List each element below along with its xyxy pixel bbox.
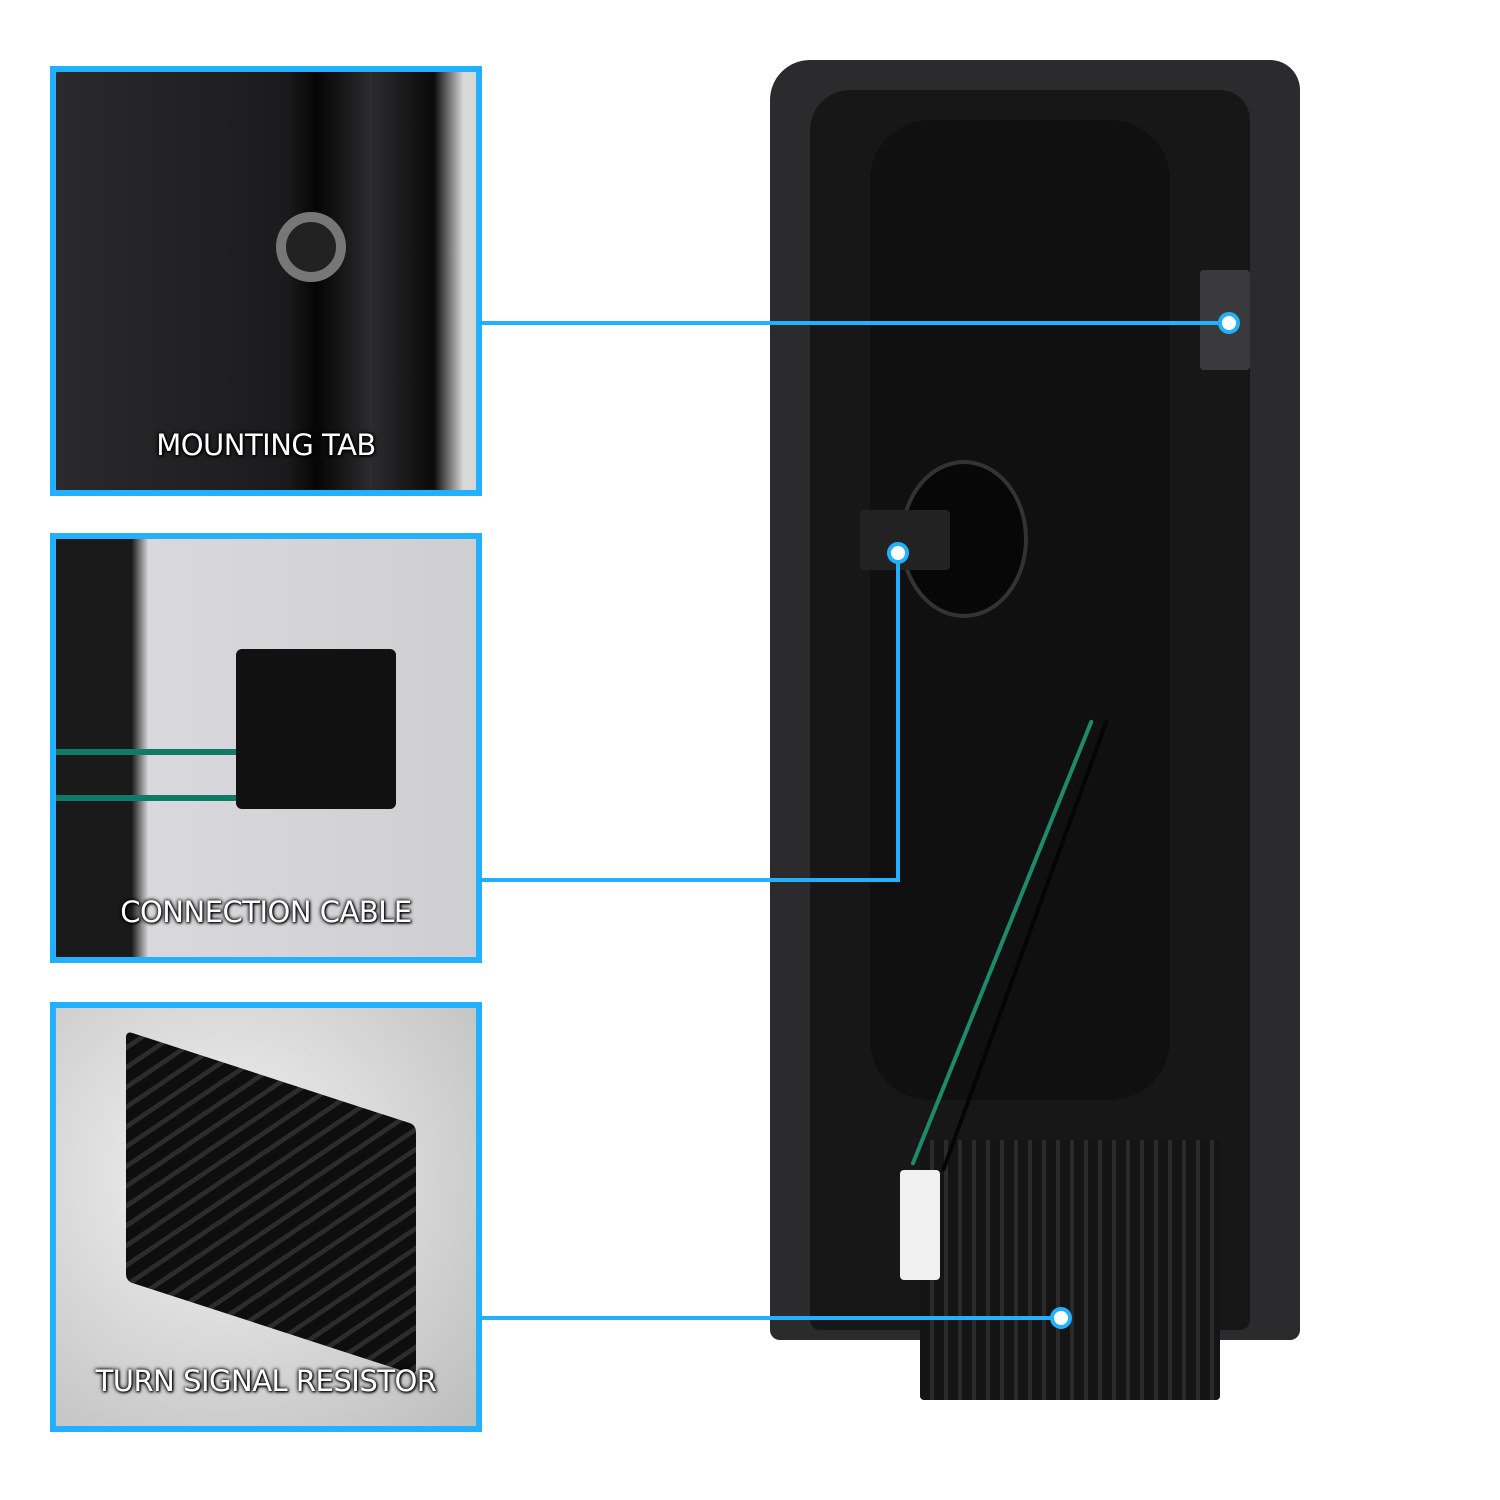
callout-panel-connection-cable: CONNECTION CABLE xyxy=(50,533,482,963)
connector-closeup xyxy=(236,649,396,809)
leader-line-connection-cable-vertical xyxy=(896,553,900,882)
callout-panel-mounting-tab: MOUNTING TAB xyxy=(50,66,482,496)
tail-light-product-image xyxy=(770,60,1310,1400)
white-plug xyxy=(900,1170,940,1280)
leader-line-mounting-tab xyxy=(482,321,1229,325)
callout-label: TURN SIGNAL RESISTOR xyxy=(95,1364,437,1398)
leader-line-turn-signal-resistor xyxy=(482,1316,1062,1320)
leader-line-connection-cable xyxy=(482,878,900,882)
bulb-socket-panel xyxy=(870,120,1170,1100)
callout-dot-connection-cable xyxy=(887,542,909,564)
callout-label: CONNECTION CABLE xyxy=(120,895,412,929)
resistor-closeup xyxy=(126,1030,416,1376)
callout-panel-turn-signal-resistor: TURN SIGNAL RESISTOR xyxy=(50,1002,482,1432)
green-wires xyxy=(56,749,236,801)
callout-label: MOUNTING TAB xyxy=(156,428,376,462)
bulb-socket xyxy=(900,460,1028,618)
callout-dot-mounting-tab xyxy=(1218,312,1240,334)
callout-dot-turn-signal-resistor xyxy=(1050,1307,1072,1329)
resistor-box xyxy=(920,1140,1220,1400)
mounting-tab-closeup xyxy=(276,212,346,282)
